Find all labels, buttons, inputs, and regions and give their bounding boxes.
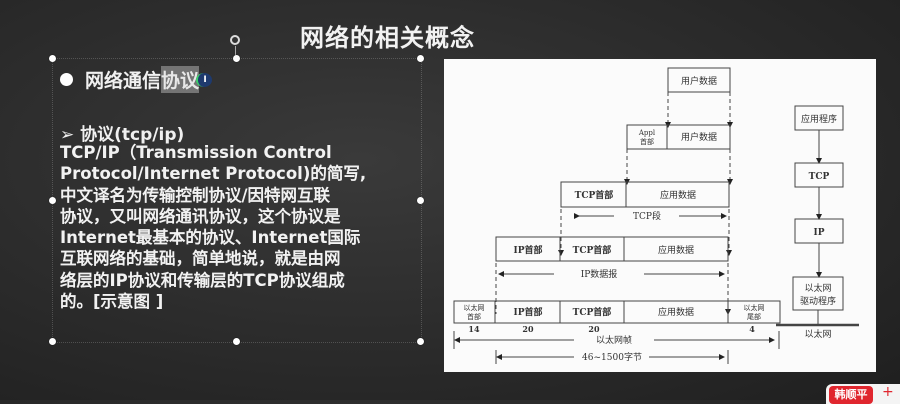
svg-text:应用数据: 应用数据 — [658, 244, 694, 256]
label-user-data: 用户数据 — [681, 75, 717, 87]
svg-text:4: 4 — [749, 324, 755, 334]
resize-handle-bottom[interactable] — [233, 338, 240, 345]
sub-heading[interactable]: ➢ 协议(tcp/ip) — [60, 125, 185, 145]
svg-text:首部: 首部 — [467, 312, 481, 321]
svg-text:TCP段: TCP段 — [633, 210, 661, 222]
bullet-dot-icon — [60, 73, 73, 86]
bullet-text[interactable]: 网络通信 — [85, 70, 162, 92]
svg-text:以太网: 以太网 — [804, 328, 831, 340]
slide-title: 网络的相关概念 — [300, 24, 475, 52]
resize-handle-top-left[interactable] — [49, 55, 56, 62]
svg-text:Appl: Appl — [638, 129, 656, 137]
body-line: 的。[示意图 ] — [60, 292, 164, 312]
selected-text[interactable]: 协议 — [161, 66, 200, 93]
svg-text:尾部: 尾部 — [747, 312, 761, 321]
svg-text:TCP首部: TCP首部 — [573, 306, 612, 318]
svg-text:46~1500字节: 46~1500字节 — [582, 351, 642, 363]
svg-text:20: 20 — [588, 324, 600, 334]
svg-text:IP数据报: IP数据报 — [581, 268, 618, 280]
body-line: 协议，又叫网络通讯协议，这个协议是 — [60, 206, 341, 226]
body-line: 互联网络的基础，简单地说，就是由网 — [60, 249, 341, 269]
body-line: 络层的IP协议和传输层的TCP协议组成 — [60, 270, 345, 290]
svg-text:TCP: TCP — [809, 172, 830, 182]
rotate-stem — [235, 46, 236, 58]
svg-text:14: 14 — [468, 324, 480, 334]
body-line: 中文译名为传输控制协议/因特网互联 — [60, 185, 331, 205]
body-line: Internet最基本的协议、Internet国际 — [60, 228, 361, 248]
plus-icon[interactable]: + — [882, 384, 894, 400]
svg-text:TCP首部: TCP首部 — [575, 189, 614, 201]
svg-text:应用程序: 应用程序 — [801, 113, 837, 125]
tcpip-encapsulation-diagram[interactable]: 用户数据 Appl 首部 用户数据 TCP首部 应用数据 TCP段 IP首部 T… — [444, 59, 876, 372]
svg-text:以太网: 以太网 — [804, 282, 831, 294]
svg-text:应用数据: 应用数据 — [660, 189, 696, 201]
resize-handle-top-right[interactable] — [417, 55, 424, 62]
svg-text:20: 20 — [522, 324, 534, 334]
svg-text:IP首部: IP首部 — [514, 244, 543, 256]
watermark-badge[interactable]: 韩顺平 + — [826, 384, 900, 404]
svg-text:应用数据: 应用数据 — [658, 306, 694, 318]
badge-label: 韩顺平 — [829, 386, 873, 404]
resize-handle-right[interactable] — [417, 197, 424, 204]
svg-text:IP: IP — [814, 228, 825, 238]
resize-handle-bottom-right[interactable] — [417, 338, 424, 345]
resize-handle-left[interactable] — [49, 197, 56, 204]
body-line: Protocol/Internet Protocol)的简写, — [60, 164, 367, 184]
resize-handle-top[interactable] — [233, 55, 240, 62]
svg-text:IP首部: IP首部 — [514, 306, 543, 318]
svg-text:以太网: 以太网 — [744, 303, 765, 312]
svg-text:首部: 首部 — [640, 137, 654, 146]
svg-text:用户数据: 用户数据 — [681, 131, 717, 143]
body-line: TCP/IP（Transmission Control — [60, 143, 332, 162]
svg-text:以太网帧: 以太网帧 — [596, 334, 632, 346]
rotate-handle-icon[interactable] — [230, 35, 240, 45]
text-cursor-icon: I — [196, 72, 213, 87]
svg-text:TCP首部: TCP首部 — [573, 244, 612, 256]
body-paragraph[interactable]: TCP/IP（Transmission Control Protocol/Int… — [60, 142, 420, 312]
resize-handle-bottom-left[interactable] — [49, 338, 56, 345]
svg-text:以太网: 以太网 — [464, 303, 485, 312]
svg-text:驱动程序: 驱动程序 — [800, 295, 836, 307]
